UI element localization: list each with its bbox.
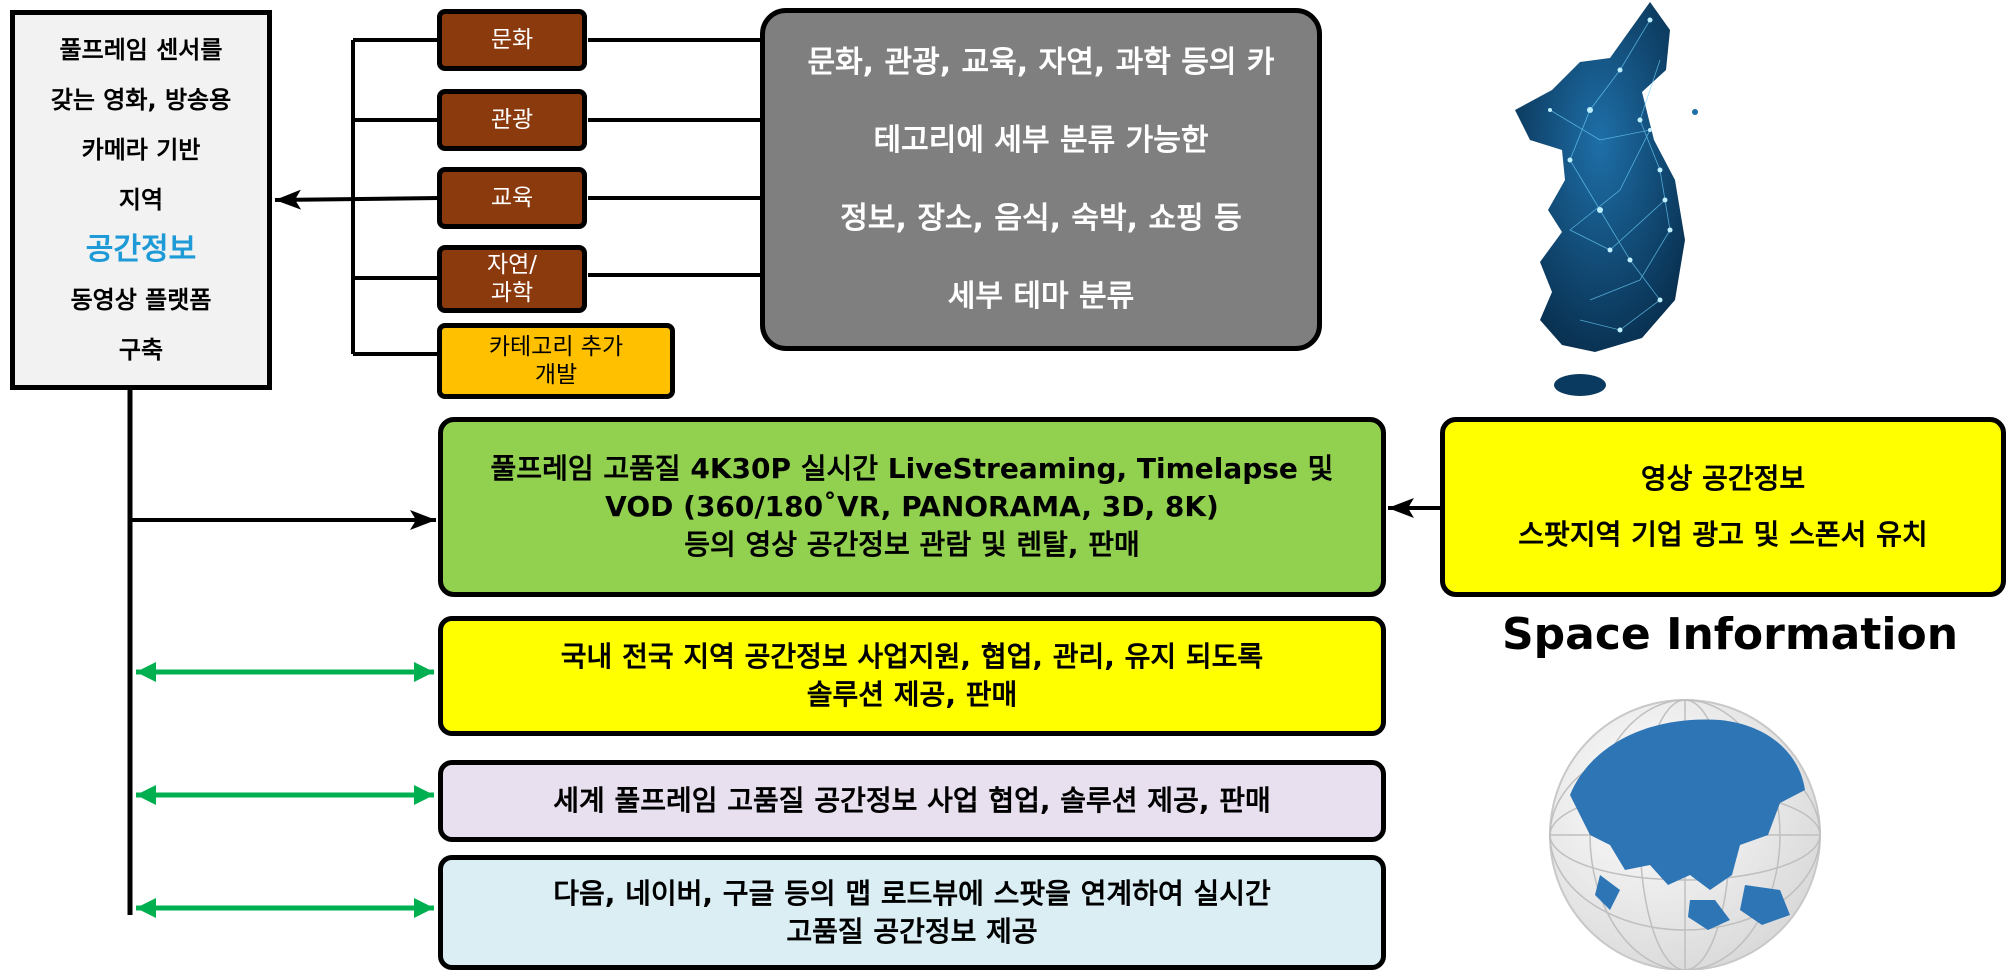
streaming-service-box: 풀프레임 고품질 4K30P 실시간 LiveStreaming, Timela… [438,417,1386,597]
category-label: 문화 [490,27,534,53]
ad-sponsor-box: 영상 공간정보 스팟지역 기업 광고 및 스폰서 유치 [1440,417,2006,597]
platform-line: 지역 [118,186,164,214]
map-line: 고품질 공간정보 제공 [786,914,1038,948]
category-label: 관광 [490,107,534,133]
category-to-platform-arrow [274,189,441,210]
ad-line: 스팟지역 기업 광고 및 스폰서 유치 [1518,518,1928,551]
category-add-development: 카테고리 추가 개발 [437,323,675,399]
info-line: 테고리에 세부 분류 가능한 [873,122,1209,158]
category-culture: 문화 [437,9,587,71]
category-label: 교육 [490,185,534,211]
category-label: 카테고리 추가 개발 [488,334,624,388]
ad-line: 영상 공간정보 [1640,462,1806,495]
globe-icon [1549,699,1821,970]
platform-line: 구축 [118,336,164,364]
map-roadview-box: 다음, 네이버, 구글 등의 맵 로드뷰에 스팟을 연계하여 실시간 고품질 공… [438,855,1386,970]
streaming-line: 등의 영상 공간정보 관람 및 렌탈, 판매 [684,528,1140,561]
world-line: 세계 풀프레임 고품질 공간정보 사업 협업, 솔루션 제공, 판매 [553,784,1271,817]
info-line: 정보, 장소, 음식, 숙박, 쇼핑 등 [840,200,1242,236]
category-label: 자연/ 과학 [486,252,538,306]
domestic-solution-box: 국내 전국 지역 공간정보 사업지원, 협업, 관리, 유지 되도록 솔루션 제… [438,616,1386,736]
info-line: 세부 테마 분류 [947,278,1135,314]
category-tourism: 관광 [437,89,587,151]
korea-network-map-icon [1515,2,1698,396]
world-solution-box: 세계 풀프레임 고품질 공간정보 사업 협업, 솔루션 제공, 판매 [438,760,1386,842]
streaming-line: 풀프레임 고품질 4K30P 실시간 LiveStreaming, Timela… [490,452,1334,485]
platform-line: 동영상 플랫폼 [70,286,212,314]
category-info-box: 문화, 관광, 교육, 자연, 과학 등의 카 테고리에 세부 분류 가능한 정… [760,8,1322,351]
category-education: 교육 [437,167,587,229]
space-information-title: Space Information [1501,609,1959,660]
domestic-line: 솔루션 제공, 판매 [806,678,1018,711]
category-nature-science: 자연/ 과학 [437,245,587,313]
map-line: 다음, 네이버, 구글 등의 맵 로드뷰에 스팟을 연계하여 실시간 [553,876,1271,910]
platform-accent-line: 공간정보 [85,232,197,267]
info-line: 문화, 관광, 교육, 자연, 과학 등의 카 [807,44,1275,80]
streaming-line: VOD (360/180˚VR, PANORAMA, 3D, 8K) [605,490,1219,523]
platform-box: 풀프레임 센서를 갖는 영화, 방송용 카메라 기반 지역 공간정보 동영상 플… [10,10,272,390]
platform-line: 풀프레임 센서를 [59,36,223,64]
platform-line: 카메라 기반 [81,136,201,164]
platform-line: 갖는 영화, 방송용 [50,86,232,114]
domestic-line: 국내 전국 지역 공간정보 사업지원, 협업, 관리, 유지 되도록 [560,640,1264,673]
